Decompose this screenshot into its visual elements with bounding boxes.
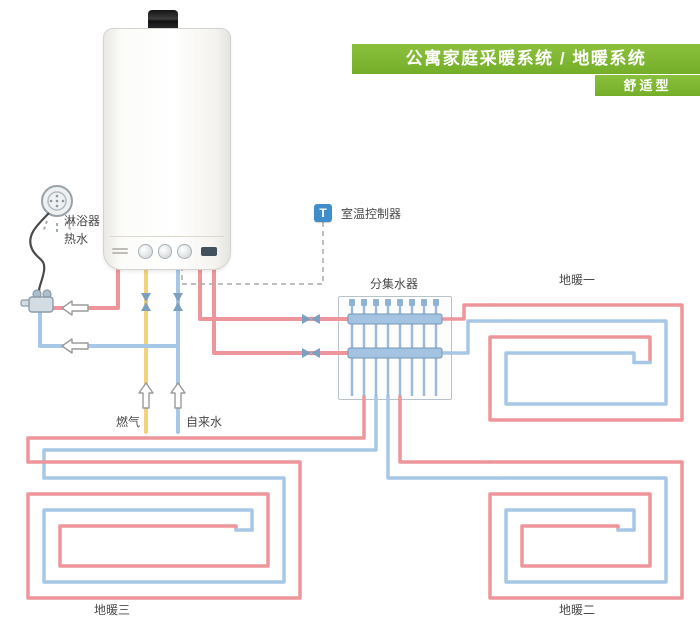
loop2-label: 地暖二	[558, 603, 595, 617]
loop1-label: 地暖一	[558, 273, 595, 287]
title-banner: 公寓家庭采暖系统 / 地暖系统	[352, 44, 700, 74]
feed-loop1-return	[440, 319, 508, 355]
manifold-flowmeter-2	[361, 299, 367, 306]
feed-loop3-supply	[26, 394, 366, 464]
flow-arrow-cold-water	[61, 338, 89, 354]
flue-pipe	[148, 10, 178, 30]
shower-hose	[29, 212, 50, 298]
subtitle-banner: 舒适型	[595, 75, 700, 96]
loop3-supply-coil	[26, 460, 302, 600]
shower-label: 淋浴器	[64, 214, 101, 228]
manifold-flowmeter-3	[373, 299, 379, 306]
boiler-logo	[112, 248, 128, 254]
manifold-flowmeter-4	[385, 299, 391, 306]
shower-nozzle-dot-2	[49, 199, 53, 203]
feed-loop2-return	[386, 394, 508, 480]
boiler-display	[201, 246, 217, 256]
manifold-supply-bar	[347, 313, 443, 325]
feed-loop1-supply	[440, 303, 492, 321]
boiler	[103, 28, 231, 270]
flow-arrow-gas	[138, 382, 154, 409]
feed-loop3-return	[42, 394, 378, 480]
boiler-knob-2	[157, 243, 173, 259]
manifold-label: 分集水器	[369, 277, 418, 291]
shower-nozzle-dot-1	[55, 194, 59, 198]
thermostat-icon: T	[314, 204, 332, 222]
valve-gas	[141, 293, 151, 311]
gas-label: 燃气	[115, 415, 140, 429]
shower-nozzle-dot-4	[61, 199, 65, 203]
shower-nozzle-dot-5	[55, 204, 59, 208]
banner-title: 公寓家庭采暖系统 / 地暖系统	[405, 49, 647, 68]
loop3-label: 地暖三	[93, 603, 130, 617]
loop3-return-coil	[42, 476, 286, 584]
flow-arrow-hot-water	[61, 300, 89, 316]
manifold-flowmeter-7	[421, 299, 427, 306]
valve-supply	[302, 314, 320, 324]
thermostat-wire	[181, 222, 324, 285]
mixer-faucet-body	[28, 296, 54, 313]
thermostat-label: 室温控制器	[341, 207, 402, 221]
valve-return	[302, 348, 320, 358]
manifold-flowmeter-8	[433, 299, 439, 306]
boiler-panel-seam	[110, 236, 224, 237]
valve-tap-water	[173, 293, 183, 311]
pipe-hot-water-to-shower	[46, 258, 120, 310]
boiler-knob-1	[137, 243, 153, 259]
manifold-return-bar	[347, 347, 443, 359]
feed-loop2-supply	[398, 394, 492, 464]
hot-water-label: 热水	[64, 232, 89, 246]
banner-subtitle: 舒适型	[623, 78, 672, 93]
shower-spray-icon	[42, 220, 72, 235]
pipe-cold-to-mixer	[38, 308, 180, 348]
manifold-flowmeter-6	[409, 299, 415, 306]
manifold-flowmeter-1	[349, 299, 355, 306]
pipe-heating-return	[212, 258, 354, 355]
pipe-heating-supply	[198, 258, 354, 321]
loop1-supply-coil	[488, 303, 684, 422]
shower-nozzle-dot-3	[55, 199, 59, 203]
loop1-return-coil	[504, 319, 668, 406]
loop2-supply-coil	[488, 460, 684, 600]
tap-water-label: 自来水	[186, 415, 223, 429]
boiler-control-panel	[112, 240, 222, 262]
boiler-knob-3	[177, 243, 193, 259]
loop2-return-coil	[504, 476, 668, 584]
manifold-flowmeter-5	[397, 299, 403, 306]
flow-arrow-tap-water	[170, 382, 186, 409]
shower-head-inner	[47, 191, 67, 211]
